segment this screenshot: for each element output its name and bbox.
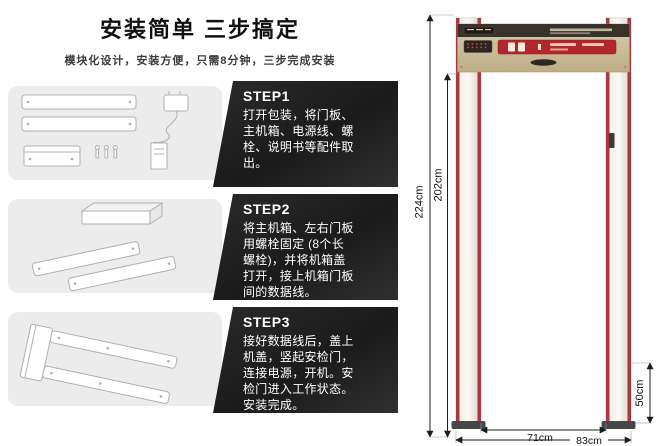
step-row-3: STEP3 接好数据线后，盖上机盖，竖起安检门，连接电源，开机。安检门进入工作状… — [0, 307, 400, 413]
step1-parts-drawing — [21, 91, 189, 170]
steps-list: STEP1 打开包装，将门板、主机箱、电源线、螺栓、说明书等配件取出。 — [0, 81, 400, 413]
step2-text: 将主机箱、左右门板用螺栓固定 (8个长螺栓)，并将机箱盖打开，接上机箱门板间的数… — [243, 221, 354, 299]
detector-left-column — [451, 17, 486, 429]
step-row-1: STEP1 打开包装，将门板、主机箱、电源线、螺栓、说明书等配件取出。 — [0, 81, 400, 187]
step1-text: 打开包装，将门板、主机箱、电源线、螺栓、说明书等配件取出。 — [243, 108, 354, 170]
speaker-slot — [530, 59, 557, 66]
step2-label: STEP2 — [243, 201, 290, 217]
detector-dimension-diagram: 224cm 202cm 50cm 71cm 83cm — [400, 0, 659, 446]
step3-assembled-drawing — [19, 323, 178, 404]
page-title: 安装简单 三步搞定 — [99, 17, 301, 42]
brand-plate — [463, 26, 495, 35]
detector-drawing: 224cm 202cm 50cm 71cm 83cm — [414, 14, 654, 446]
step3-text: 接好数据线后，盖上机盖，竖起安检门，连接电源，开机。安检门进入工作状态。安装完成… — [243, 334, 354, 412]
dimension-annotations: 224cm 202cm 50cm 71cm 83cm — [414, 14, 654, 446]
page-subtitle: 模块化设计，安装方便，只需8分钟，三步完成安装 — [64, 55, 336, 67]
dim-overall-height-label: 224cm — [414, 185, 426, 218]
led-display-panel — [497, 39, 617, 55]
step2-assembly-drawing — [32, 202, 177, 292]
dim-passage-width-label: 71cm — [527, 432, 553, 444]
step-row-2: STEP2 将主机箱、左右门板用螺栓固定 (8个长螺栓)，并将机箱盖打开，接上机… — [0, 194, 400, 300]
step1-illustration — [8, 86, 222, 180]
step3-label: STEP3 — [243, 314, 290, 330]
dim-passage-height-label: 202cm — [433, 168, 445, 201]
step1-panel: STEP1 打开包装，将门板、主机箱、电源线、螺栓、说明书等配件取出。 — [213, 81, 398, 187]
detector-header-unit — [457, 23, 630, 73]
step3-panel: STEP3 接好数据线后，盖上机盖，竖起安检门，连接电源，开机。安检门进入工作状… — [213, 307, 398, 413]
dim-base-depth-label: 50cm — [634, 380, 646, 407]
step1-label: STEP1 — [243, 88, 290, 104]
detector-right-column — [601, 17, 636, 429]
step3-illustration — [8, 312, 222, 406]
step2-illustration — [8, 199, 222, 293]
dim-overall-width-label: 83cm — [576, 435, 602, 446]
installation-guide: 安装简单 三步搞定 模块化设计，安装方便，只需8分钟，三步完成安装 — [0, 17, 400, 413]
indicator-plate — [463, 40, 493, 53]
step2-panel: STEP2 将主机箱、左右门板用螺栓固定 (8个长螺栓)，并将机箱盖打开，接上机… — [213, 194, 398, 300]
